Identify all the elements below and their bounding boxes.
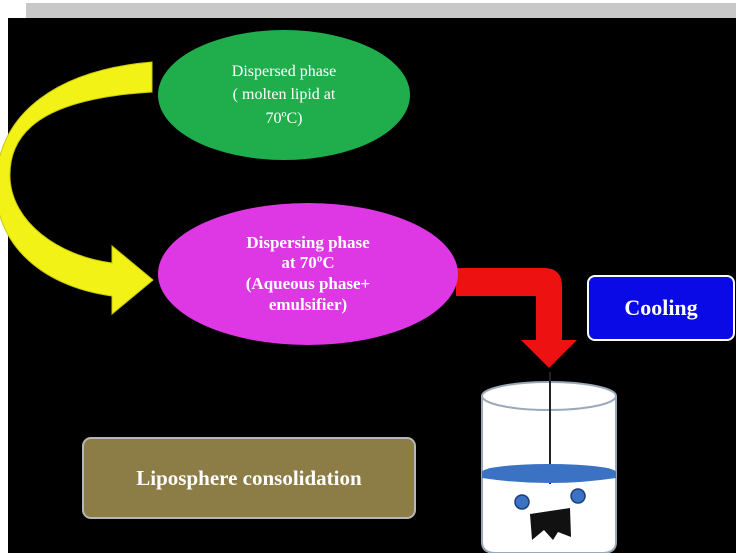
consolidation-label: Liposphere consolidation: [136, 465, 362, 490]
droplet-right: [570, 488, 586, 504]
curved-arrow-icon: [0, 61, 154, 316]
beaker-icon: [481, 372, 617, 553]
dispersing-phase-ellipse: Dispersing phase at 70ºC (Aqueous phase+…: [158, 203, 458, 345]
dispersed-phase-line3: 70ºC): [265, 109, 303, 127]
dispersing-phase-line4: emulsifier): [268, 294, 348, 314]
top-strip: [26, 3, 736, 18]
cooling-label: Cooling: [624, 295, 698, 320]
dispersed-phase-ellipse: Dispersed phase ( molten lipid at 70ºC): [158, 30, 410, 160]
liquid-level: [482, 464, 616, 480]
droplet-left: [514, 494, 530, 510]
bent-arrow-icon: [456, 268, 577, 368]
dispersing-phase-line1: Dispersing phase: [246, 232, 370, 252]
consolidation-box: Liposphere consolidation: [82, 437, 416, 519]
stirrer-blade: [530, 508, 571, 540]
cooling-box: Cooling: [587, 275, 735, 341]
dispersing-phase-line2: at 70ºC: [281, 253, 335, 273]
dispersed-phase-line2: ( molten lipid at: [232, 86, 336, 104]
dispersed-phase-line1: Dispersed phase: [231, 63, 337, 81]
dispersing-phase-line3: (Aqueous phase+: [245, 274, 371, 293]
